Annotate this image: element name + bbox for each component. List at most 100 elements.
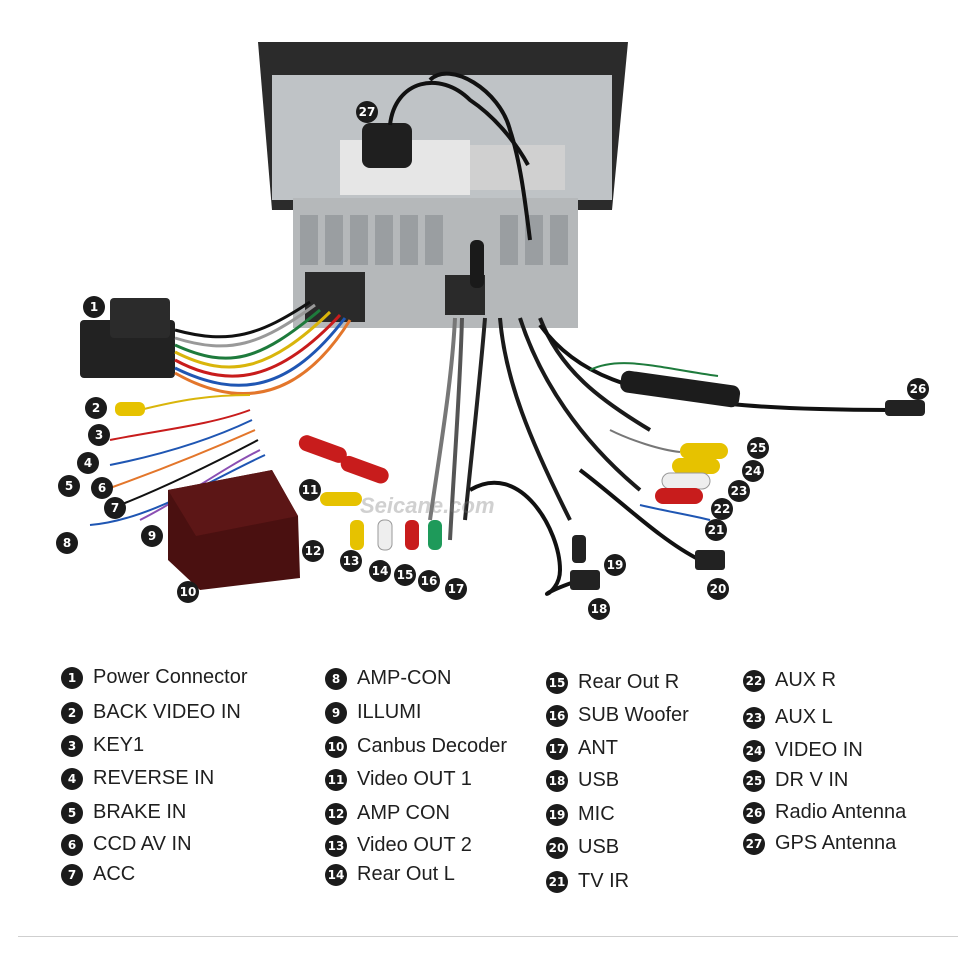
legend-item-13: 13 Video OUT 2 (325, 834, 472, 857)
usb-plug-1 (570, 570, 600, 590)
callout-27: 27 (356, 101, 378, 123)
legend-item-20: 20 USB (546, 836, 619, 859)
legend-label: BACK VIDEO IN (93, 701, 241, 723)
legend-label: ANT (578, 737, 618, 759)
rca-plugs-right (655, 443, 728, 504)
legend-item-23: 23 AUX L (743, 706, 833, 729)
legend-label: Power Connector (93, 666, 248, 688)
legend-badge: 19 (546, 803, 568, 826)
legend-item-2: 2 BACK VIDEO IN (61, 701, 241, 724)
legend-item-3: 3 KEY1 (61, 734, 144, 757)
legend-item-24: 24 VIDEO IN (743, 739, 863, 762)
legend-badge: 10 (325, 735, 347, 758)
rca-plugs-center (298, 435, 442, 551)
legend-label: Video OUT 1 (357, 768, 472, 790)
legend-badge: 12 (325, 802, 347, 825)
legend-item-22: 22 AUX R (743, 669, 836, 692)
legend-item-26: 26 Radio Antenna (743, 801, 906, 824)
radio-antenna-adapter (620, 370, 741, 408)
gps-antenna-block (362, 123, 412, 168)
callout-1: 1 (83, 296, 105, 318)
wifi-antenna (470, 240, 484, 288)
legend-badge: 8 (325, 667, 347, 690)
callout-18: 18 (588, 598, 610, 620)
legend-item-25: 25 DR V IN (743, 769, 848, 792)
legend-label: KEY1 (93, 734, 145, 756)
back-video-rca (115, 402, 145, 416)
mic-plug (572, 535, 586, 563)
legend-label: CCD AV IN (93, 833, 192, 855)
legend-label: AUX L (775, 706, 833, 728)
legend-label: AUX R (775, 669, 837, 691)
legend-badge: 5 (61, 801, 83, 824)
callout-23: 23 (728, 480, 750, 502)
legend-item-7: 7 ACC (61, 863, 135, 886)
legend-badge: 2 (61, 701, 83, 724)
legend-badge: 18 (546, 769, 568, 792)
legend-label: AMP CON (357, 802, 450, 824)
legend-badge: 26 (743, 801, 765, 824)
legend-badge: 14 (325, 863, 347, 886)
callout-25: 25 (747, 437, 769, 459)
legend-label: Video OUT 2 (357, 834, 472, 856)
callout-9: 9 (141, 525, 163, 547)
usb-plug-2 (695, 550, 725, 570)
legend-badge: 25 (743, 769, 765, 792)
legend-badge: 9 (325, 701, 347, 724)
legend-badge: 21 (546, 870, 568, 893)
callout-12: 12 (302, 540, 324, 562)
legend-item-5: 5 BRAKE IN (61, 801, 186, 824)
legend-item-14: 14 Rear Out L (325, 863, 455, 886)
callout-17: 17 (445, 578, 467, 600)
legend-label: SUB Woofer (578, 704, 689, 726)
legend-label: MIC (578, 803, 615, 825)
legend-label: DR V IN (775, 769, 849, 791)
radio-antenna-plug (885, 400, 925, 416)
legend-item-11: 11 Video OUT 1 (325, 768, 472, 791)
legend-label: VIDEO IN (775, 739, 863, 761)
legend-badge: 4 (61, 767, 83, 790)
callout-13: 13 (340, 550, 362, 572)
callout-8: 8 (56, 532, 78, 554)
legend-item-6: 6 CCD AV IN (61, 833, 192, 856)
legend-label: GPS Antenna (775, 832, 897, 854)
legend-badge: 20 (546, 836, 568, 859)
legend-label: USB (578, 769, 620, 791)
legend-badge: 6 (61, 833, 83, 856)
callout-7: 7 (104, 497, 126, 519)
callout-2: 2 (85, 397, 107, 419)
legend-label: REVERSE IN (93, 767, 215, 789)
legend-badge: 17 (546, 737, 568, 760)
legend-badge: 11 (325, 768, 347, 791)
callout-5: 5 (58, 475, 80, 497)
callout-26: 26 (907, 378, 929, 400)
legend-item-18: 18 USB (546, 769, 619, 792)
callout-10: 10 (177, 581, 199, 603)
wiring-diagram: Seicane.com 1 2 3 4 5 6 7 8 9 10 11 12 1… (56, 42, 929, 620)
legend-item-9: 9 ILLUMI (325, 701, 421, 724)
callout-20: 20 (707, 578, 729, 600)
legend-item-17: 17 ANT (546, 737, 618, 760)
legend-badge: 13 (325, 834, 347, 857)
legend-badge: 24 (743, 739, 765, 762)
legend-label: USB (578, 836, 620, 858)
legend-item-4: 4 REVERSE IN (61, 767, 214, 790)
legend-item-19: 19 MIC (546, 803, 615, 826)
callout-15: 15 (394, 564, 416, 586)
legend-item-8: 8 AMP-CON (325, 667, 451, 690)
callout-19: 19 (604, 554, 626, 576)
legend-label: BRAKE IN (93, 801, 187, 823)
legend-label: Rear Out R (578, 671, 680, 693)
legend-label: Canbus Decoder (357, 735, 508, 757)
head-unit-illustration (80, 42, 925, 596)
callout-21: 21 (705, 519, 727, 541)
legend-item-16: 16 SUB Woofer (546, 704, 689, 727)
callout-24: 24 (742, 460, 764, 482)
legend-badge: 16 (546, 704, 568, 727)
legend-label: TV IR (578, 870, 630, 892)
legend-label: AMP-CON (357, 667, 452, 689)
legend-item-12: 12 AMP CON (325, 802, 450, 825)
legend-badge: 15 (546, 671, 568, 694)
callout-4: 4 (77, 452, 99, 474)
callout-11: 11 (299, 479, 321, 501)
